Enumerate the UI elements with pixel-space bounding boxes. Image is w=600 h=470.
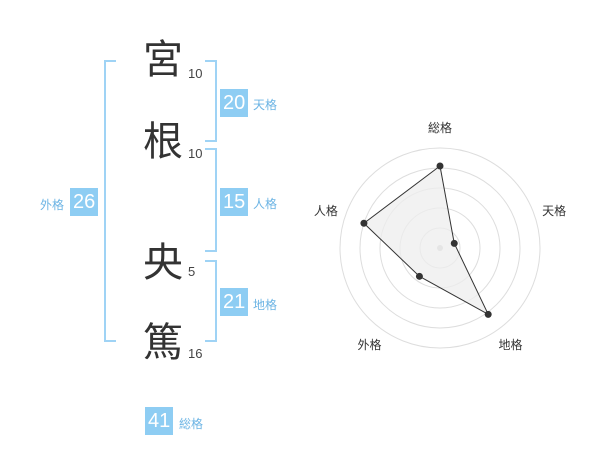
chikaku-bracket xyxy=(205,260,217,342)
chikaku-label: 地格 xyxy=(253,298,278,312)
tenkaku-label: 天格 xyxy=(253,98,278,112)
radar-point-5 xyxy=(360,219,368,227)
gaikaku-bracket xyxy=(104,60,116,342)
jinkaku-value: 15 xyxy=(220,188,249,216)
soukaku-label: 総格 xyxy=(179,417,204,431)
radar-axis-label-5: 人格 xyxy=(314,203,338,218)
name-char-3: 央 xyxy=(143,240,183,286)
name-char-1: 宮 xyxy=(143,37,183,83)
stroke-count-2: 10 xyxy=(188,146,203,161)
radar-point-1 xyxy=(436,162,444,170)
radar-axis-label-4: 外格 xyxy=(357,337,381,352)
name-char-2: 根 xyxy=(143,119,183,165)
radar-axis-label-2: 天格 xyxy=(542,203,566,218)
jinkaku-label: 人格 xyxy=(253,197,278,211)
gaikaku-label: 外格 xyxy=(40,198,65,212)
radar-axis-label-3: 地格 xyxy=(499,337,523,352)
stroke-count-1: 10 xyxy=(188,66,203,81)
stroke-count-4: 16 xyxy=(188,346,203,361)
gaikaku-value: 26 xyxy=(70,188,99,216)
soukaku-value: 41 xyxy=(145,407,174,435)
radar-point-2 xyxy=(450,239,458,247)
name-char-4: 篤 xyxy=(143,320,183,366)
tenkaku-value: 20 xyxy=(220,89,249,117)
radar-points xyxy=(360,162,492,318)
jinkaku-bracket xyxy=(205,148,217,252)
radar-axis-label-1: 総格 xyxy=(428,120,452,135)
stroke-count-3: 5 xyxy=(188,264,196,279)
tenkaku-bracket xyxy=(205,60,217,142)
chikaku-value: 21 xyxy=(220,288,249,316)
radar-point-4 xyxy=(415,272,423,280)
radar-ring xyxy=(339,147,541,349)
radar-point-3 xyxy=(484,310,492,318)
radar-area xyxy=(363,165,490,316)
